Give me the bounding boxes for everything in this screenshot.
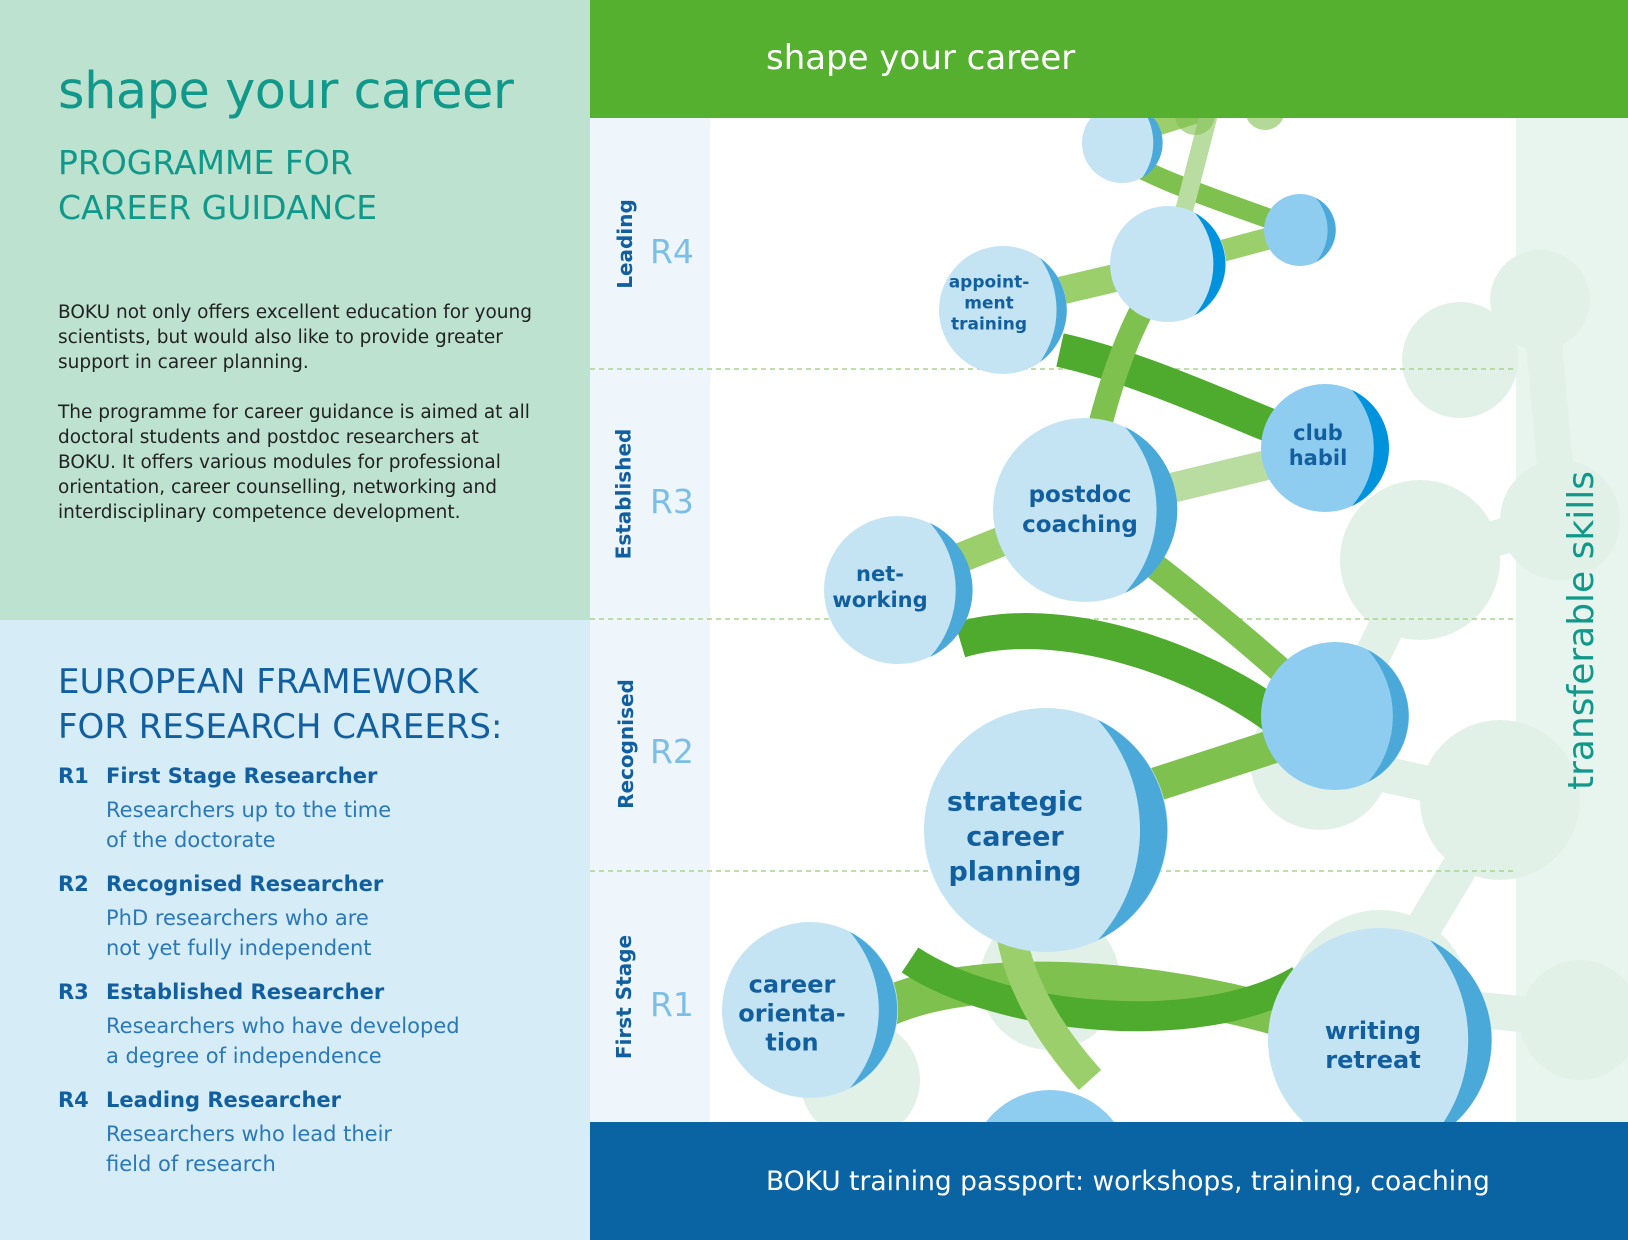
header-title: shape your career [766,38,1076,78]
intro-panel: shape your career PROGRAMME FOR CAREER G… [0,0,590,620]
module-label-postdoc-coaching: postdoc coaching [1022,482,1138,538]
footer-text: BOKU training passport: workshops, train… [766,1166,1490,1197]
stage-name: First Stage Researcher [106,764,378,788]
subtitle-line-2: CAREER GUIDANCE [58,188,378,227]
level-name-recognised: Recognised [613,679,638,809]
stage-name: Recognised Researcher [106,872,384,896]
bubble-strategic-career-planning [924,708,1168,952]
diagram-header: shape your career [590,0,1628,118]
stage-code: R1 [58,764,89,788]
intro-paragraph-1: BOKU not only offers excellent education… [58,302,532,373]
bubble-r4-right-small [1264,194,1336,266]
level-column [590,118,710,1122]
bubble-r4-upper [1110,206,1226,322]
framework-title-line-1: EUROPEAN FRAMEWORK [58,662,479,702]
level-code-r3: R3 [650,482,694,521]
framework-title: EUROPEAN FRAMEWORK FOR RESEARCH CAREERS: [58,660,502,750]
module-label-networking: net- working [832,562,928,612]
module-label-appointment-training: appoint- ment training [948,272,1030,335]
intro-paragraph-2: The programme for career guidance is aim… [58,402,530,523]
header-molecule [1175,118,1284,135]
framework-title-line-2: FOR RESEARCH CAREERS: [58,707,503,747]
bubble-bottom-partial [986,1090,1114,1122]
level-name-established: Established [611,428,636,560]
bubble-postdoc-coaching [993,418,1178,602]
module-label-writing-retreat: writing retreat [1324,1017,1422,1074]
module-label-strategic-career-planning: strategic career planning [946,786,1084,888]
level-name-leading: Leading [612,199,637,289]
level-code-r4: R4 [650,232,694,271]
stage-description: Researchers who lead their field of rese… [106,1122,393,1176]
level-code-r2: R2 [650,732,694,771]
stage-description: Researchers up to the time of the doctor… [106,798,392,852]
module-label-club-habil: club habil [1288,421,1348,470]
diagram-footer: BOKU training passport: workshops, train… [590,1122,1628,1240]
stage-name: Established Researcher [106,980,385,1004]
stage-code: R4 [58,1088,89,1112]
stage-name: Leading Researcher [106,1088,341,1112]
bubble-club-habil [1261,384,1389,512]
subtitle-line-1: PROGRAMME FOR [58,143,353,182]
page-title: shape your career [58,62,514,121]
bubble-top-small [1082,118,1163,183]
stage-description: PhD researchers who are not yet fully in… [106,906,372,960]
stage-code: R3 [58,980,89,1004]
bubble-r2-right [1261,642,1409,790]
module-label-career-orientation: career orienta- tion [738,970,846,1057]
transferable-skills-label: transferable skills [1561,470,1603,791]
framework-panel [0,620,590,1240]
bubble-career-orientation [722,922,898,1098]
bubble-networking [824,516,973,664]
bubble-writing-retreat [1268,928,1492,1122]
level-name-first-stage: First Stage [612,934,637,1060]
stage-description: Researchers who have developed a degree … [106,1014,460,1068]
level-code-r1: R1 [650,985,694,1024]
programme-subtitle: PROGRAMME FOR CAREER GUIDANCE [58,140,377,230]
bubble-appointment-training [939,246,1067,374]
stage-code: R2 [58,872,89,896]
module-bubbles [722,118,1492,1122]
